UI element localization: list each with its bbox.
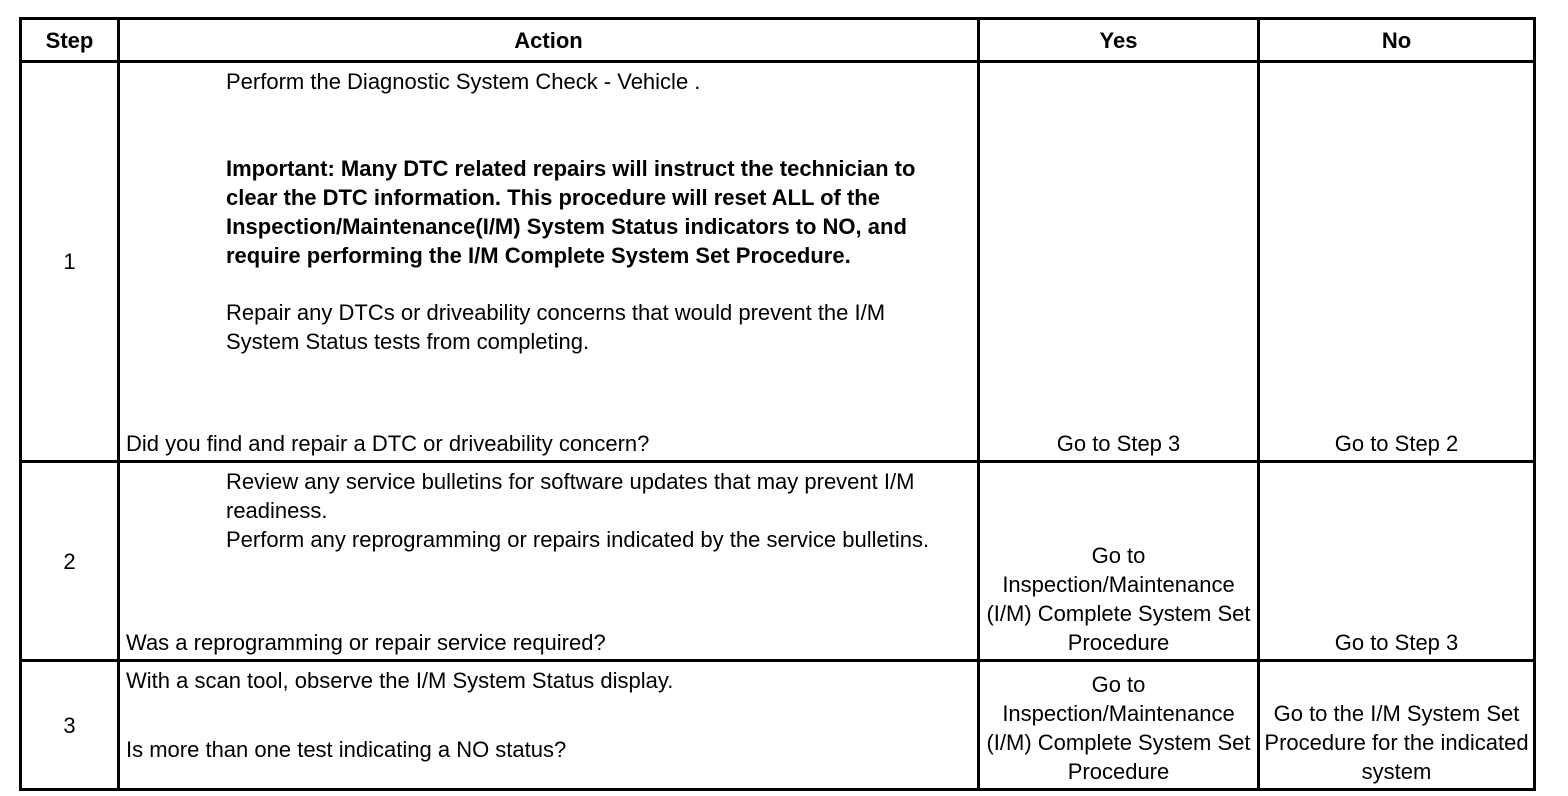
no-result: Go to Step 2 xyxy=(1257,60,1536,463)
header-action: Action xyxy=(117,17,980,63)
step-number: 2 xyxy=(19,460,120,662)
header-row: Step Action Yes No xyxy=(19,17,1536,63)
step-number: 1 xyxy=(19,60,120,463)
action-instruction: With a scan tool, observe the I/M System… xyxy=(126,668,674,693)
no-result: Go to the I/M System Set Procedure for t… xyxy=(1257,659,1536,791)
yes-result: Go to Inspection/Maintenance (I/M) Compl… xyxy=(977,460,1260,662)
action-cell: With a scan tool, observe the I/M System… xyxy=(117,659,980,791)
action-question: Was a reprogramming or repair service re… xyxy=(126,630,606,655)
header-step: Step xyxy=(19,17,120,63)
table-row: 2 Review any service bulletins for softw… xyxy=(19,460,1536,662)
step-number: 3 xyxy=(19,659,120,791)
header-no: No xyxy=(1257,17,1536,63)
action-cell: Perform the Diagnostic System Check - Ve… xyxy=(117,60,980,463)
important-note: Important: Many DTC related repairs will… xyxy=(226,156,916,268)
action-question: Did you find and repair a DTC or driveab… xyxy=(126,431,650,456)
header-yes: Yes xyxy=(977,17,1260,63)
yes-result: Go to Step 3 xyxy=(977,60,1260,463)
action-instruction: Perform the Diagnostic System Check - Ve… xyxy=(126,67,971,356)
yes-result: Go to Inspection/Maintenance (I/M) Compl… xyxy=(977,659,1260,791)
table-row: 3 With a scan tool, observe the I/M Syst… xyxy=(19,659,1536,791)
action-instruction: Review any service bulletins for softwar… xyxy=(226,469,930,552)
diagnostic-table: Step Action Yes No 1 Perform the Diagnos… xyxy=(19,17,1536,791)
diagnostic-table-frame: Step Action Yes No 1 Perform the Diagnos… xyxy=(19,17,1536,791)
action-question: Is more than one test indicating a NO st… xyxy=(126,737,567,762)
no-result: Go to Step 3 xyxy=(1257,460,1536,662)
action-cell: Review any service bulletins for softwar… xyxy=(117,460,980,662)
table-row: 1 Perform the Diagnostic System Check - … xyxy=(19,60,1536,463)
